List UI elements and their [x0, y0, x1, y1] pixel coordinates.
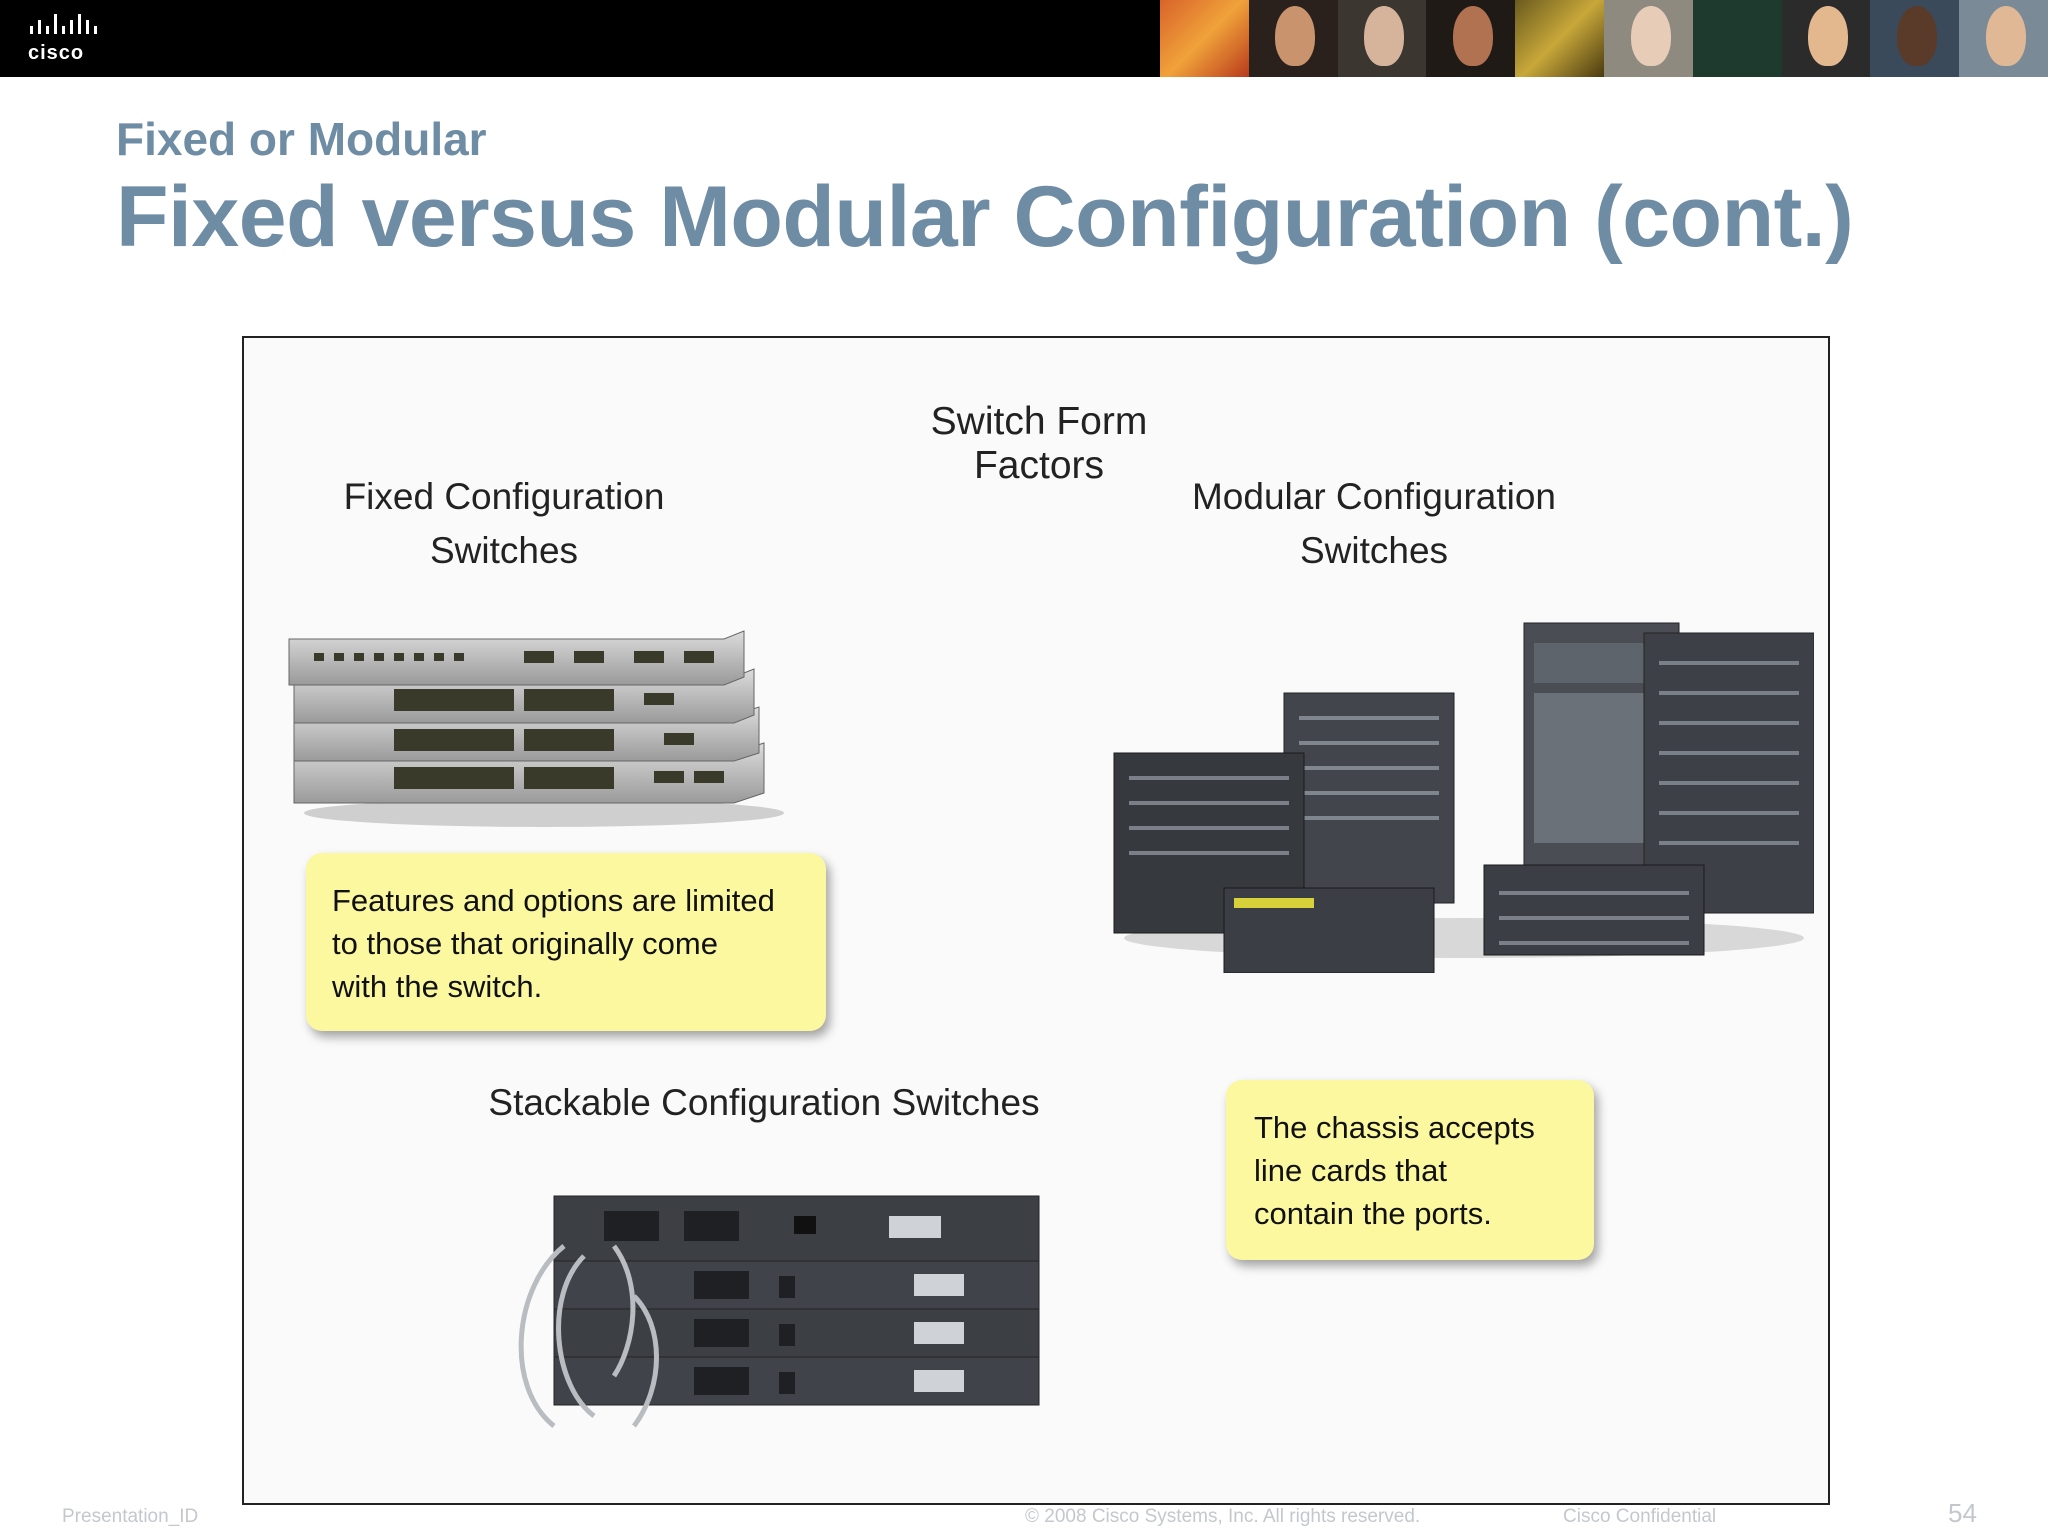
modular-note-line2: line cards that — [1254, 1153, 1447, 1188]
stackable-switches-image — [518, 1195, 1040, 1428]
header-bar: cisco — [0, 0, 2048, 77]
modular-label-line1: Modular Configuration — [1191, 476, 1557, 517]
stackable-label: Stackable Configuration Switches — [488, 1082, 1040, 1123]
photo-person-1 — [1248, 0, 1338, 77]
fixed-note: Features and options are limited to thos… — [306, 853, 826, 1031]
fixed-switches-image — [288, 630, 784, 827]
footer-presentation-id: Presentation_ID — [62, 1506, 199, 1527]
page-number: 54 — [1948, 1498, 1977, 1528]
cisco-wordmark: cisco — [28, 42, 85, 64]
photo-person-3 — [1426, 0, 1516, 77]
photo-person-6 — [1870, 0, 1960, 77]
fixed-label-line2: Switches — [429, 530, 579, 571]
photo-person-7 — [1959, 0, 2048, 77]
figure-heading: Switch Form Factors — [930, 400, 1148, 487]
cisco-bars-icon — [30, 14, 97, 34]
photo-chalkboard — [1692, 0, 1782, 77]
photo-person-2 — [1337, 0, 1427, 77]
fixed-note-line3: with the switch. — [332, 969, 543, 1004]
footer-copyright: © 2008 Cisco Systems, Inc. All rights re… — [1025, 1506, 1421, 1527]
modular-label-line2: Switches — [1299, 530, 1449, 571]
slide-subtitle: Fixed or Modular — [116, 113, 487, 165]
fixed-label-line1: Fixed Configuration — [343, 476, 665, 517]
footer-confidential: Cisco Confidential — [1563, 1506, 1717, 1527]
figure-frame: Switch Form Factors Fixed Configuration … — [242, 336, 1830, 1505]
header-photo-strip — [1160, 0, 2048, 77]
slide-title: Fixed versus Modular Configuration (cont… — [116, 169, 1854, 265]
modular-note-line3: contain the ports. — [1254, 1196, 1492, 1231]
photo-person-5 — [1781, 0, 1871, 77]
photo-person-4 — [1603, 0, 1693, 77]
photo-orange-pattern — [1160, 0, 1249, 77]
modular-note: The chassis accepts line cards that cont… — [1226, 1080, 1594, 1260]
modular-note-line1: The chassis accepts — [1254, 1110, 1535, 1145]
modular-switches-image — [1113, 622, 1814, 973]
fixed-note-line2: to those that originally come — [332, 926, 718, 961]
photo-gold-pattern — [1515, 0, 1604, 77]
fixed-note-line1: Features and options are limited — [332, 883, 775, 918]
cisco-logo: cisco — [28, 14, 118, 64]
